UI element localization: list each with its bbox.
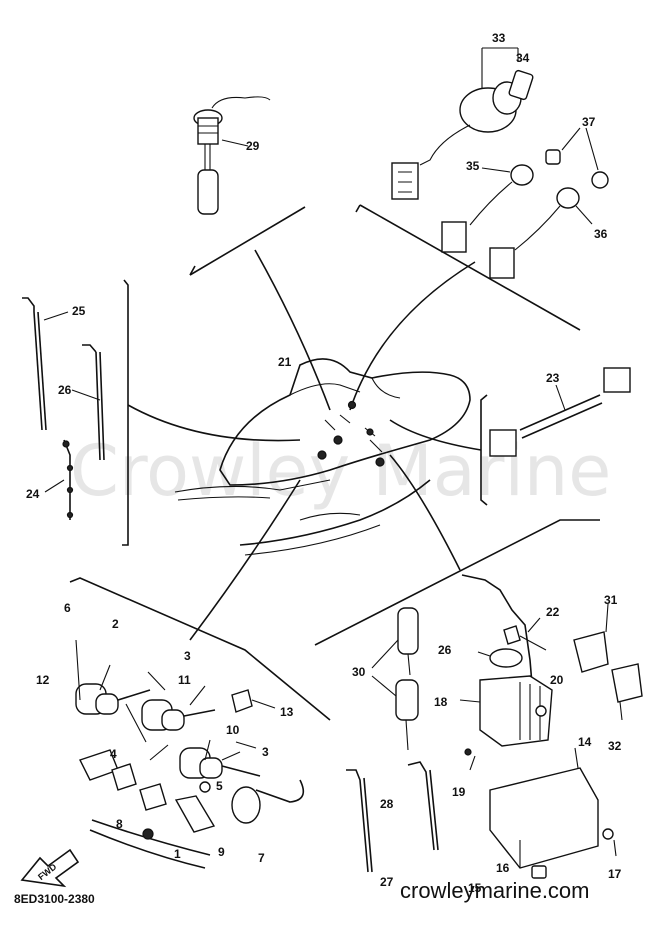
callout-30: 30 xyxy=(352,665,366,679)
part-29-sensor xyxy=(193,96,271,215)
diagram-code: 8ED3100-2380 xyxy=(14,892,95,906)
callout-labels: 33 34 37 35 36 29 25 26 24 21 23 6 2 3 1… xyxy=(26,31,622,895)
section-frames xyxy=(69,204,600,721)
callout-8: 8 xyxy=(116,817,123,831)
callout-31: 31 xyxy=(604,593,618,607)
part-ignition-coils xyxy=(75,639,305,869)
callout-13: 13 xyxy=(280,705,294,719)
callout-12: 12 xyxy=(36,673,50,687)
callout-29: 29 xyxy=(246,139,260,153)
fwd-label: FWD xyxy=(36,861,59,882)
callout-34: 34 xyxy=(516,51,530,65)
callout-32: 32 xyxy=(608,739,622,753)
callout-24: 24 xyxy=(26,487,40,501)
callout-22: 22 xyxy=(546,605,560,619)
callout-4: 4 xyxy=(110,747,117,761)
callout-33: 33 xyxy=(492,31,506,45)
fwd-arrow: FWD xyxy=(20,848,80,888)
leader-curves xyxy=(127,249,482,641)
callout-27: 27 xyxy=(380,875,394,889)
callout-3-bottom: 3 xyxy=(262,745,269,759)
callout-26-left: 26 xyxy=(58,383,72,397)
callout-20: 20 xyxy=(550,673,564,687)
callout-11: 11 xyxy=(178,673,191,687)
part-right-bottom-electrical xyxy=(346,603,643,879)
callout-2: 2 xyxy=(112,617,119,631)
callout-7: 7 xyxy=(258,851,265,865)
callout-36: 36 xyxy=(594,227,608,241)
callout-16: 16 xyxy=(496,861,510,875)
part-33-main-switch xyxy=(391,47,534,200)
part-23-harness xyxy=(489,367,631,457)
callout-28: 28 xyxy=(380,797,394,811)
callout-25: 25 xyxy=(72,304,86,318)
callout-10: 10 xyxy=(226,723,240,737)
callout-15: 15 xyxy=(468,881,482,895)
callout-5: 5 xyxy=(216,779,223,793)
callout-14: 14 xyxy=(578,735,592,749)
callout-37: 37 xyxy=(582,115,596,129)
callout-35: 35 xyxy=(466,159,480,173)
callout-19: 19 xyxy=(452,785,466,799)
part-25-26-24-clips xyxy=(22,297,105,520)
callout-18: 18 xyxy=(434,695,448,709)
callout-9: 9 xyxy=(218,845,225,859)
website-label: crowleymarine.com xyxy=(400,878,590,903)
callout-26-right: 26 xyxy=(438,643,452,657)
callout-6: 6 xyxy=(64,601,71,615)
callout-23: 23 xyxy=(546,371,560,385)
callout-21: 21 xyxy=(278,355,292,369)
callout-1: 1 xyxy=(174,847,181,861)
callout-17: 17 xyxy=(608,867,622,881)
snowmobile-outline xyxy=(174,358,471,556)
callout-3-top: 3 xyxy=(184,649,191,663)
part-35-36-lamps xyxy=(441,127,609,279)
